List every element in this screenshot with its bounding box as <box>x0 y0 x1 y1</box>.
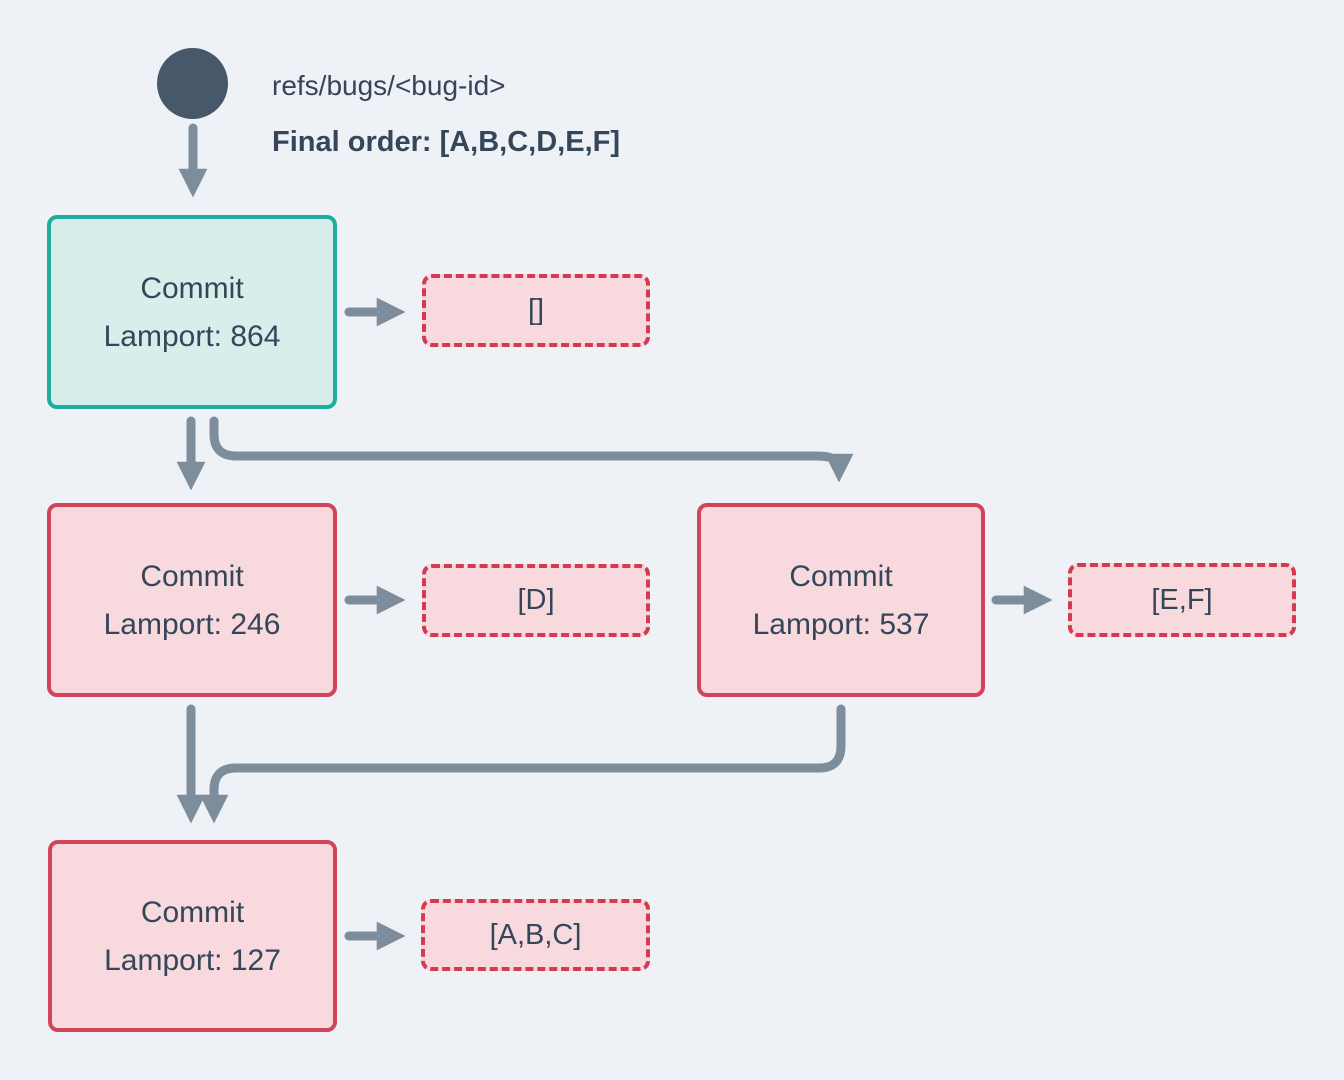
commit-lamport: Lamport: 537 <box>752 607 930 641</box>
commit-node-127: Commit Lamport: 127 <box>48 840 337 1032</box>
ref-label: refs/bugs/<bug-id> <box>272 70 506 101</box>
commit-lamport: Lamport: 246 <box>103 607 281 641</box>
edge-commit-537-to-commit-127 <box>199 704 846 824</box>
payload-label: [A,B,C] <box>489 918 582 951</box>
payload-label: [D] <box>517 584 555 616</box>
commit-title: Commit <box>140 271 244 305</box>
commit-node-537: Commit Lamport: 537 <box>697 503 985 697</box>
payload-box-246: [D] <box>422 564 650 637</box>
commit-lamport: Lamport: 864 <box>103 319 281 353</box>
edge-commit-864-to-commit-537 <box>209 416 854 483</box>
commit-node-864: Commit Lamport: 864 <box>47 215 337 409</box>
payload-label: [E,F] <box>1151 583 1213 616</box>
commit-lamport: Lamport: 127 <box>104 943 281 977</box>
payload-label: [] <box>527 294 545 326</box>
commit-title: Commit <box>140 559 244 593</box>
final-order-label: Final order: [A,B,C,D,E,F] <box>272 126 620 158</box>
commit-title: Commit <box>140 895 245 929</box>
payload-box-127: [A,B,C] <box>421 899 650 971</box>
payload-box-537: [E,F] <box>1068 563 1296 637</box>
commit-node-246: Commit Lamport: 246 <box>47 503 337 697</box>
commit-title: Commit <box>789 559 893 593</box>
branch-ref-icon <box>157 48 228 119</box>
payload-box-864: [] <box>422 274 650 347</box>
